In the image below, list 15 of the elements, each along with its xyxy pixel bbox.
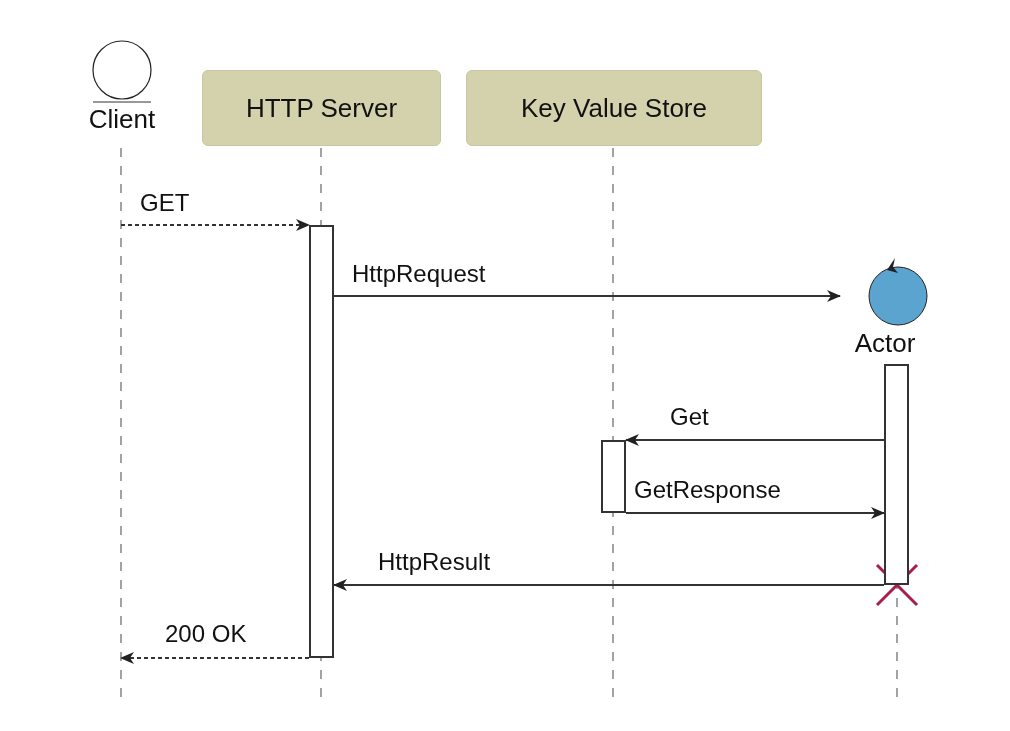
message-arrow <box>120 652 310 664</box>
node-label: Client <box>88 104 156 134</box>
message-arrow <box>333 579 885 591</box>
participant-box <box>466 70 762 146</box>
activation-bar <box>884 364 909 585</box>
activation-bar <box>309 225 334 658</box>
participant-box <box>202 70 441 146</box>
node-label: Key Value Store <box>521 93 707 123</box>
node-label: Actor <box>854 328 916 358</box>
message-arrow <box>625 507 885 519</box>
node-label: HTTP Server <box>245 93 398 123</box>
message-arrow <box>625 434 885 446</box>
message-arrow <box>333 290 841 302</box>
message-arrow <box>120 219 310 231</box>
activation-bar <box>601 440 626 513</box>
